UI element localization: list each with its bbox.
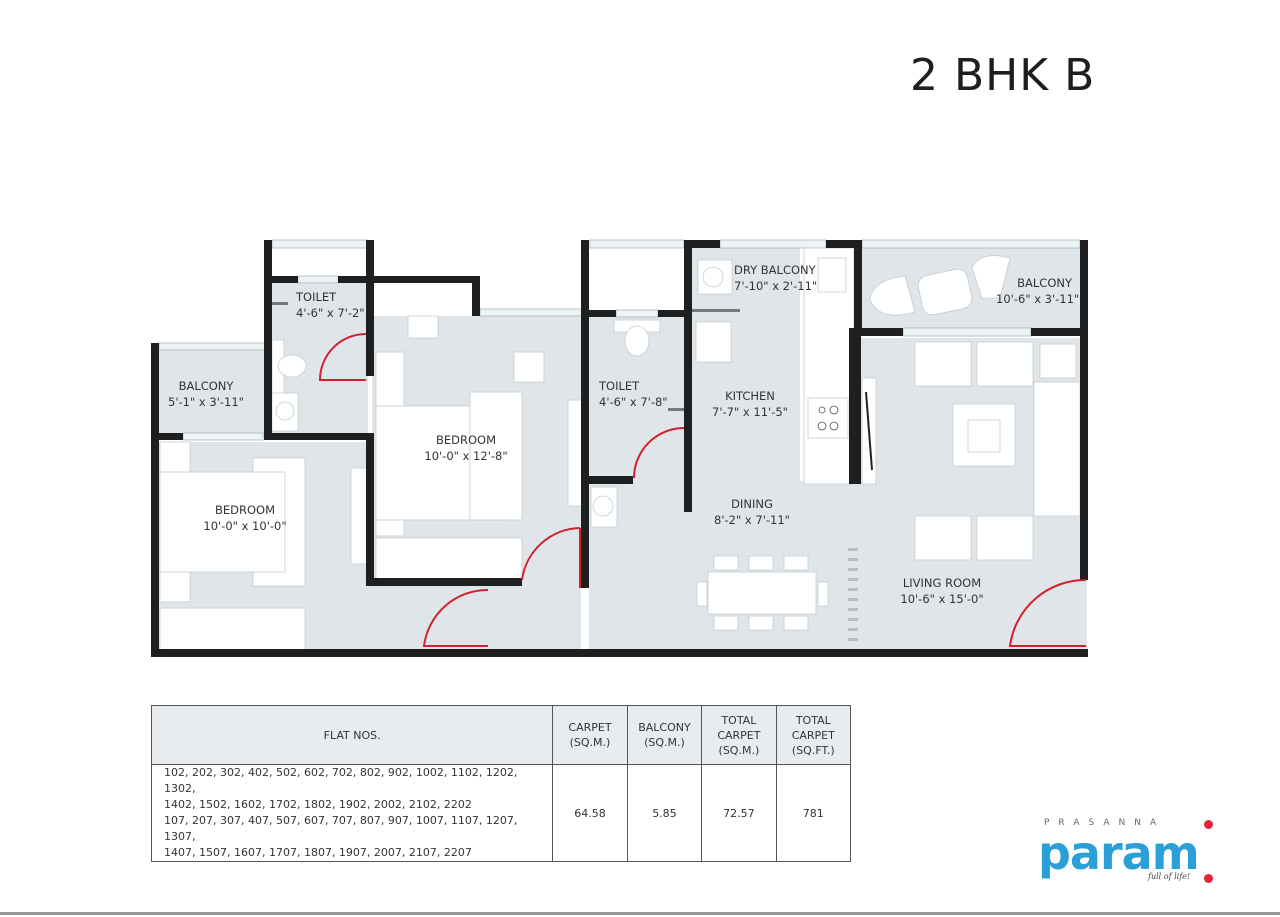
header-line: (SQ.M.) [718, 743, 760, 757]
cell-balcony: 5.85 [626, 764, 703, 862]
logo-tagline: full of life! [1148, 872, 1191, 881]
header-total-carpet-sqm: TOTAL CARPET (SQ.M.) [701, 705, 777, 765]
room-label-balcony-1: BALCONY 5'-1" x 3'-11" [168, 378, 244, 410]
room-name: DINING [731, 497, 773, 511]
room-size: 8'-2" x 7'-11" [714, 513, 790, 527]
room-label-bedroom-1: BEDROOM 10'-0" x 12'-8" [420, 432, 512, 464]
room-size: 10'-0" x 12'-8" [424, 449, 508, 463]
header-flat-nos: FLAT NOS. [150, 705, 554, 765]
header-total-carpet-sqft: TOTAL CARPET (SQ.FT.) [775, 705, 852, 765]
flat-line: 1402, 1502, 1602, 1702, 1802, 1902, 2002… [164, 798, 472, 811]
room-name: KITCHEN [725, 389, 775, 403]
room-label-dining: DINING 8'-2" x 7'-11" [712, 496, 792, 528]
stove-icon [817, 405, 839, 431]
room-name: BEDROOM [435, 433, 497, 447]
area-table: FLAT NOS. CARPET (SQ.M.) BALCONY (SQ.M.)… [150, 705, 852, 862]
room-label-toilet-1: TOILET 4'-6" x 7'-2" [296, 289, 365, 321]
table-row: 102, 202, 302, 402, 502, 602, 702, 802, … [150, 764, 852, 862]
room-size: 4'-6" x 7'-8" [599, 395, 668, 409]
header-line: (SQ.M.) [644, 736, 685, 749]
room-name: LIVING ROOM [902, 576, 982, 590]
page-title: 2 BHK B [910, 50, 1096, 101]
header-carpet: CARPET (SQ.M.) [552, 705, 628, 765]
room-name: BEDROOM [214, 503, 276, 517]
room-name: TOILET [599, 379, 640, 393]
brand-logo: PRASANNA param full of life! [1038, 818, 1238, 888]
room-size: 10'-0" x 10'-0" [203, 519, 287, 533]
doors [318, 333, 1087, 647]
logo-brand-top: PRASANNA [1044, 818, 1166, 828]
room-name: BALCONY [178, 379, 234, 393]
logo-dot-icon [1204, 820, 1213, 829]
flat-line: 107, 207, 307, 407, 507, 607, 707, 807, … [164, 814, 518, 843]
header-line: CARPET [717, 728, 761, 742]
room-size: 7'-10" x 2'-11" [734, 279, 818, 293]
room-label-balcony-2: BALCONY 10'-6" x 3'-11" [996, 275, 1080, 307]
room-name: DRY BALCONY [734, 263, 816, 277]
room-label-toilet-2: TOILET 4'-6" x 7'-8" [599, 378, 668, 410]
logo-dot-icon [1204, 874, 1213, 883]
cell-total-carpet-sqm: 72.57 [701, 764, 777, 862]
cell-flat-nos: 102, 202, 302, 402, 502, 602, 702, 802, … [150, 764, 554, 862]
logo-brand-main: param [1038, 826, 1200, 880]
header-line: TOTAL [795, 713, 831, 727]
header-line: BALCONY [638, 721, 691, 734]
header-line: (SQ.FT.) [791, 743, 835, 757]
room-label-dry-balcony: DRY BALCONY 7'-10" x 2'-11" [734, 262, 817, 294]
walls [151, 240, 1088, 657]
header-line: (SQ.M.) [569, 736, 611, 749]
room-size: 10'-6" x 3'-11" [996, 292, 1080, 306]
cell-total-carpet-sqft: 781 [775, 764, 852, 862]
room-size: 7'-7" x 11'-5" [712, 405, 788, 419]
header-balcony: BALCONY (SQ.M.) [626, 705, 703, 765]
flat-line: 1407, 1507, 1607, 1707, 1807, 1907, 2007… [164, 846, 472, 859]
room-label-bedroom-2: BEDROOM 10'-0" x 10'-0" [200, 502, 290, 534]
flat-line: 102, 202, 302, 402, 502, 602, 702, 802, … [164, 766, 518, 795]
bottom-divider [0, 912, 1280, 915]
table-header-row: FLAT NOS. CARPET (SQ.M.) BALCONY (SQ.M.)… [150, 705, 852, 765]
cell-carpet: 64.58 [552, 764, 628, 862]
room-name: TOILET [296, 290, 337, 304]
header-line: CARPET [791, 728, 835, 742]
room-size: 10'-6" x 15'-0" [900, 592, 984, 606]
room-size: 5'-1" x 3'-11" [168, 395, 244, 409]
header-line: TOTAL [721, 713, 757, 727]
room-label-kitchen: KITCHEN 7'-7" x 11'-5" [707, 388, 793, 420]
room-size: 4'-6" x 7'-2" [296, 306, 365, 320]
header-line: CARPET [568, 721, 612, 734]
step-markers [848, 548, 858, 641]
room-name: BALCONY [1017, 276, 1072, 290]
furniture [159, 247, 1081, 651]
room-label-living-room: LIVING ROOM 10'-6" x 15'-0" [896, 575, 988, 607]
floor-plan [151, 239, 1088, 657]
